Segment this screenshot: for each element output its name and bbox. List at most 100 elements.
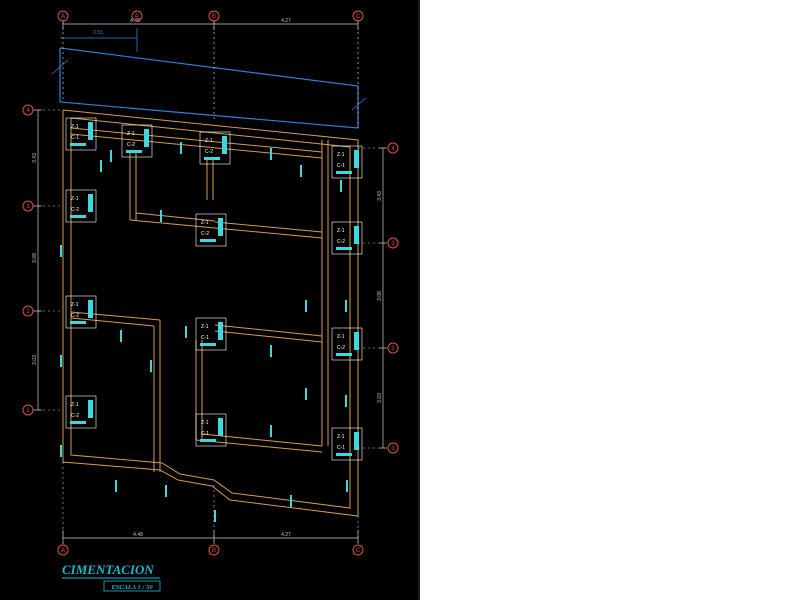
section-mark [185,326,187,338]
section-mark [270,345,272,357]
column-tag: C-2 [201,231,209,237]
svg-text:A: A [61,14,65,20]
sheet-border [418,0,420,600]
grid-bubble-bottom-B: B [208,544,220,556]
section-mark [290,495,292,507]
dim-roof-offset: 0.55 [93,30,103,36]
grid-bubble-bottom-A: A [57,544,69,556]
svg-text:3: 3 [391,241,395,247]
dim-top-right: 4.27 [281,18,291,24]
grid-leaders [33,109,388,545]
column-tag: C-2 [71,313,79,319]
section-mark [150,360,152,372]
dim-left-2: 3.08 [32,253,38,263]
svg-text:4: 4 [391,146,395,152]
footing-7: Z-1C-2 [331,221,363,255]
svg-text:1: 1 [26,408,30,414]
column-tag: C-2 [127,142,135,148]
section-mark [115,480,117,492]
footing-12: Z-1C-1 [195,413,227,447]
grid-bubble-top-A: A [57,10,69,22]
footing-tag: Z-1 [337,228,345,234]
footing-5: Z-1C-2 [65,189,97,223]
wall-section-marks [60,142,348,522]
footing-3: Z-1C-2 [199,131,231,165]
dim-bottom-left: 4.48 [133,532,143,538]
footing-8: Z-1C-2 [65,295,97,329]
grid-bubble-right-2: 2 [387,342,399,354]
svg-text:4: 4 [26,108,30,114]
column-tag: C-2 [71,207,79,213]
section-mark [340,180,342,192]
dim-right-3: 3.03 [377,393,383,403]
svg-text:A': A' [134,14,139,20]
column-tag: C-1 [71,135,79,141]
svg-text:1: 1 [391,446,395,452]
roof-outline [51,28,367,129]
dim-right-1: 3.43 [377,191,383,201]
section-mark [305,388,307,400]
svg-text:B: B [212,14,216,20]
svg-text:C: C [356,14,361,20]
footing-6: Z-1C-2 [195,213,227,247]
grid-bubble-right-4: 4 [387,142,399,154]
footing-9: Z-1C-1 [195,317,227,351]
footing-10: Z-1C-2 [331,327,363,361]
section-mark [160,210,162,222]
dim-left-3: 3.03 [32,355,38,365]
footing-tag: Z-1 [127,131,135,137]
section-mark [110,150,112,162]
scale-box [103,580,161,592]
side-dimension-lines [34,109,387,449]
grid-bubble-top-C: C [352,10,364,22]
column-tag: C-2 [337,239,345,245]
footing-4: Z-1C-1 [331,145,363,179]
scale-label: ESCALA 1 : 50 [110,584,153,591]
section-mark [60,245,62,257]
footing-tag: Z-1 [71,402,79,408]
grid-bubble-bottom-C: C [352,544,364,556]
footing-13: Z-1C-1 [331,427,363,461]
svg-text:A: A [61,548,65,554]
foundation-walls [62,109,359,517]
footing-tag: Z-1 [201,420,209,426]
section-mark [60,445,62,457]
dim-right-2: 3.08 [377,291,383,301]
section-mark [100,160,102,172]
svg-text:3: 3 [26,204,30,210]
svg-text:C: C [356,548,361,554]
dim-left-1: 3.43 [32,153,38,163]
top-dimension-line [62,20,359,128]
column-tag: C-2 [337,345,345,351]
footing-2: Z-1C-2 [121,124,153,158]
cad-drawing-area[interactable]: 4.48 4.27 0.55 4.48 4.27 3.43 3.08 3.03 … [0,0,418,600]
footing-11: Z-1C-2 [65,395,97,429]
foundation-plan: 4.48 4.27 0.55 4.48 4.27 3.43 3.08 3.03 … [22,10,399,592]
drawing-title: CIMENTACION [62,562,154,577]
column-tag: C-2 [71,413,79,419]
column-tag: C-1 [201,335,209,341]
section-mark [270,148,272,160]
grid-bubble-left-3: 3 [22,200,34,212]
footing-1: Z-1C-1 [65,117,97,151]
svg-text:2: 2 [391,346,395,352]
section-mark [180,142,182,154]
section-mark [270,425,272,437]
section-mark [60,355,62,367]
footing-tag: Z-1 [71,124,79,130]
grid-bubble-left-1: 1 [22,404,34,416]
footing-tag: Z-1 [71,302,79,308]
footing-tag: Z-1 [337,334,345,340]
section-mark [346,480,348,492]
grid-bubble-right-1: 1 [387,442,399,454]
svg-text:2: 2 [26,309,30,315]
grid-bubble-right-3: 3 [387,237,399,249]
grid-bubbles: A A' B C A B C 4 3 2 1 4 3 2 1 [22,10,399,556]
footing-tag: Z-1 [201,220,209,226]
section-mark [120,330,122,342]
section-mark [165,485,167,497]
svg-text:B: B [212,548,216,554]
grid-bubble-left-4: 4 [22,104,34,116]
bottom-dimension-line [62,530,359,544]
